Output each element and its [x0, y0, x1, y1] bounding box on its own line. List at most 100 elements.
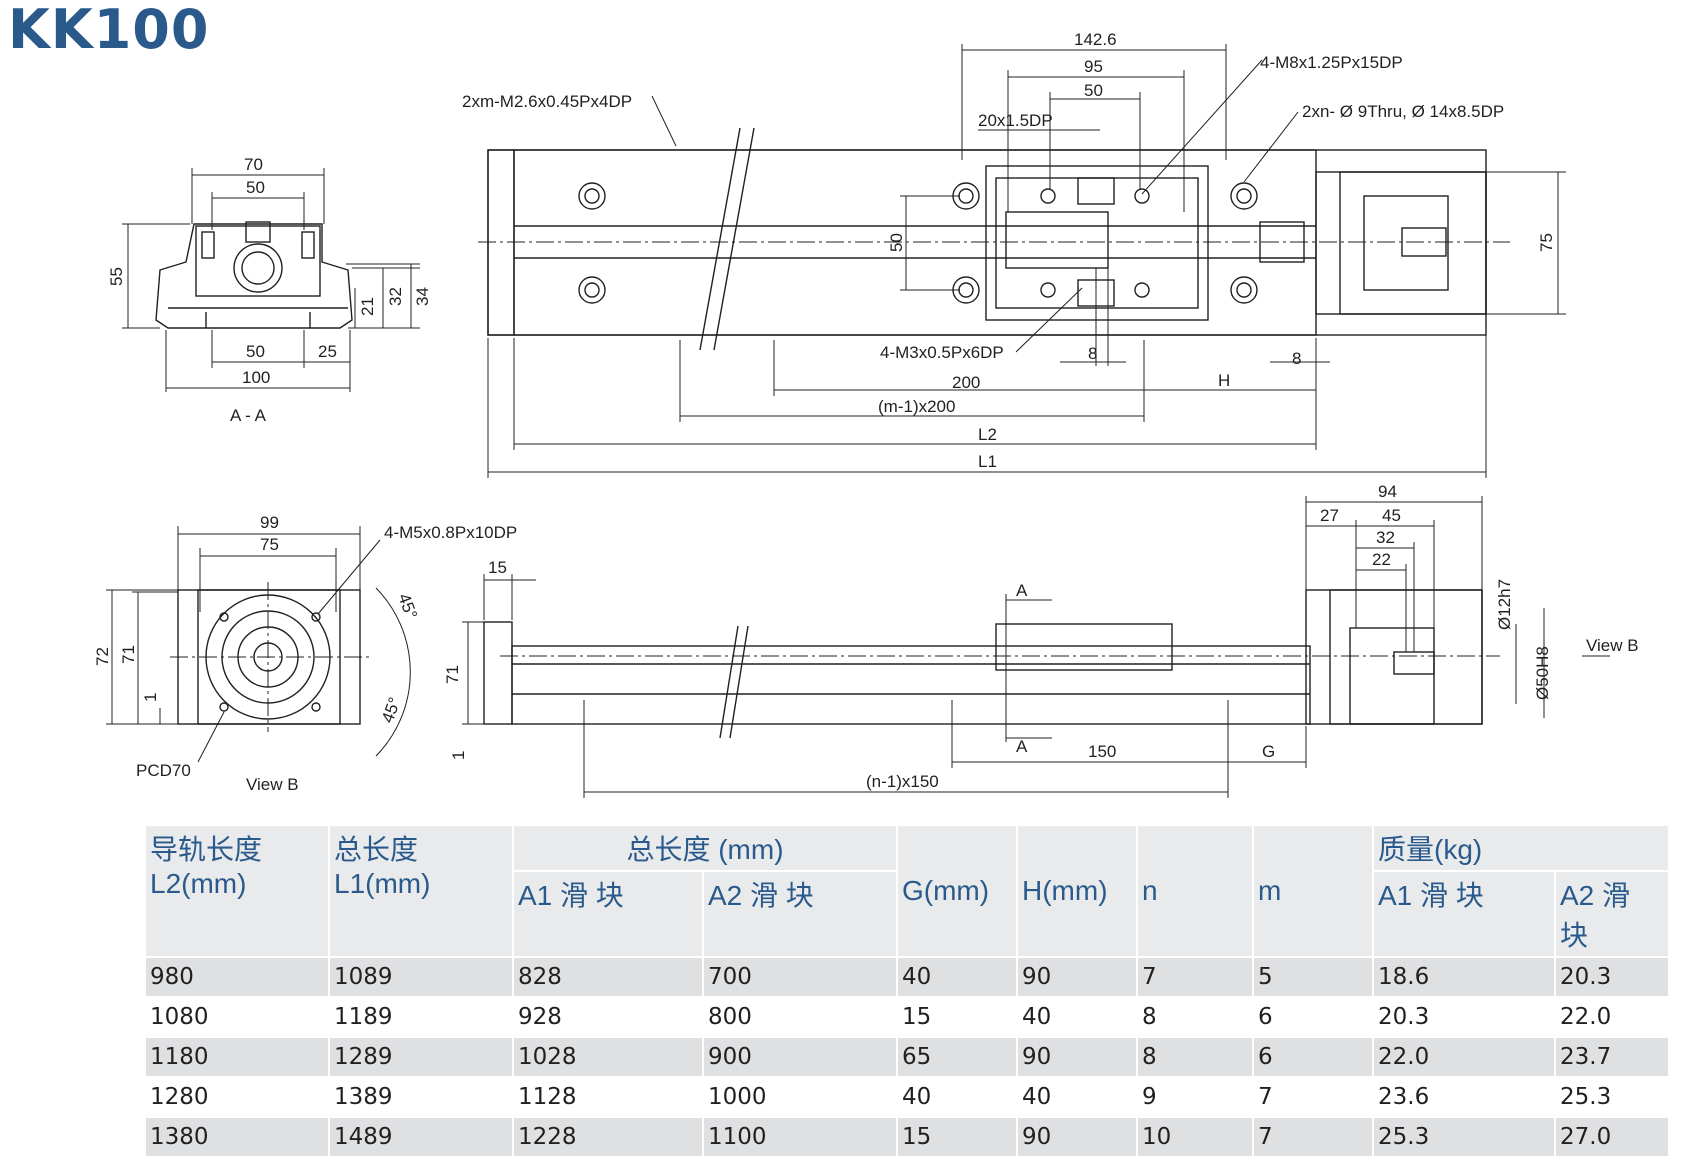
dim-45: 45: [1382, 506, 1401, 525]
cell-l2: 980: [146, 958, 330, 998]
dim-200: 200: [952, 373, 980, 392]
dim-75-end: 75: [260, 535, 279, 554]
cell-l1: 1389: [330, 1078, 514, 1118]
dim-75: 75: [1537, 233, 1556, 252]
dim-34: 34: [413, 287, 432, 306]
header-rail-length-cn: 导轨长度: [150, 834, 263, 865]
cell-l2: 1380: [146, 1118, 330, 1158]
cell-a2: 1100: [704, 1118, 898, 1158]
dim-8b: 8: [1292, 349, 1301, 368]
table-row: 1380 1489 1228 1100 15 90 10 7 25.3 27.0: [146, 1118, 1670, 1158]
header-mass-a2: A2 滑 块: [1556, 872, 1670, 958]
cell-l1: 1489: [330, 1118, 514, 1158]
header-m: m: [1254, 826, 1374, 958]
cell-a2: 1000: [704, 1078, 898, 1118]
dim-50b: 50: [246, 342, 265, 361]
table-row: 980 1089 828 700 40 90 7 5 18.6 20.3: [146, 958, 1670, 998]
dim-d50h8: Ø50H8: [1533, 646, 1552, 700]
callout-m8: 4-M8x1.25Px15DP: [1260, 53, 1403, 72]
header-n: n: [1138, 826, 1254, 958]
dim-1-side: 1: [449, 751, 468, 760]
angle-45-top: 45°: [394, 591, 421, 622]
header-g: G(mm): [898, 826, 1018, 958]
cell-mass-a2: 22.0: [1556, 998, 1670, 1038]
header-a1-block: A1 滑 块: [514, 872, 704, 958]
cell-h: 90: [1018, 1118, 1138, 1158]
cell-a2: 800: [704, 998, 898, 1038]
angle-45-bottom: 45°: [378, 695, 405, 726]
cell-h: 40: [1018, 1078, 1138, 1118]
dim-22: 22: [1372, 550, 1391, 569]
cell-m: 6: [1254, 998, 1374, 1038]
section-label: A - A: [230, 406, 267, 425]
dim-142-6: 142.6: [1074, 30, 1117, 49]
cell-n: 8: [1138, 1038, 1254, 1078]
page-title: KK100: [8, 0, 210, 61]
cell-h: 40: [1018, 998, 1138, 1038]
callout-pcd70: PCD70: [136, 761, 191, 780]
view-b-marker: View B: [1586, 636, 1639, 655]
cell-g: 40: [898, 1078, 1018, 1118]
dim-150: 150: [1088, 742, 1116, 761]
cell-a1: 928: [514, 998, 704, 1038]
dim-m-1-x200: (m-1)x200: [878, 397, 955, 416]
dim-50: 50: [246, 178, 265, 197]
dim-50-top: 50: [1084, 81, 1103, 100]
cell-g: 15: [898, 998, 1018, 1038]
dim-25: 25: [318, 342, 337, 361]
dim-l2: L2: [978, 425, 997, 444]
section-view-a-a: 70 50 55 21 32 34 50 25 100 A - A: [107, 155, 432, 425]
cell-mass-a1: 25.3: [1374, 1118, 1556, 1158]
callout-m5: 4-M5x0.8Px10DP: [384, 523, 517, 542]
dim-71: 71: [119, 645, 138, 664]
cell-a1: 1028: [514, 1038, 704, 1078]
header-rail-length-unit: L2(mm): [150, 868, 247, 899]
cell-m: 7: [1254, 1118, 1374, 1158]
dim-g: G: [1262, 742, 1275, 761]
end-view-label: View B: [246, 775, 299, 794]
cell-h: 90: [1018, 958, 1138, 998]
cell-m: 6: [1254, 1038, 1374, 1078]
cell-g: 65: [898, 1038, 1018, 1078]
dim-32-side: 32: [1376, 528, 1395, 547]
cell-l2: 1080: [146, 998, 330, 1038]
dim-95: 95: [1084, 57, 1103, 76]
cell-a1: 828: [514, 958, 704, 998]
callout-m3: 4-M3x0.5Px6DP: [880, 343, 1004, 362]
cell-l1: 1289: [330, 1038, 514, 1078]
cell-mass-a2: 20.3: [1556, 958, 1670, 998]
cell-mass-a1: 18.6: [1374, 958, 1556, 998]
cell-g: 15: [898, 1118, 1018, 1158]
cell-l1: 1189: [330, 998, 514, 1038]
dim-20x1-5dp: 20x1.5DP: [978, 111, 1053, 130]
dim-h: H: [1218, 371, 1230, 390]
cell-a2: 700: [704, 958, 898, 998]
cell-n: 10: [1138, 1118, 1254, 1158]
header-total-length-mm: 总长度 (mm): [514, 826, 898, 872]
cell-l1: 1089: [330, 958, 514, 998]
cell-n: 9: [1138, 1078, 1254, 1118]
end-view-b: 99 75 72 71 1 45° 45° 4-M5x0.8Px10DP PCD…: [93, 513, 517, 794]
dim-32: 32: [386, 287, 405, 306]
dim-27: 27: [1320, 506, 1339, 525]
top-view: 142.6 95 50 20x1.5DP 50 75 8 8 200 H (m-…: [462, 30, 1566, 478]
table-row: 1080 1189 928 800 15 40 8 6 20.3 22.0: [146, 998, 1670, 1038]
cell-a1: 1228: [514, 1118, 704, 1158]
header-a2-block: A2 滑 块: [704, 872, 898, 958]
dim-71-side: 71: [443, 665, 462, 684]
cell-l2: 1180: [146, 1038, 330, 1078]
dim-15: 15: [488, 558, 507, 577]
dim-94: 94: [1378, 482, 1397, 501]
callout-m2-6: 2xm-M2.6x0.45Px4DP: [462, 92, 632, 111]
header-h: H(mm): [1018, 826, 1138, 958]
cell-a2: 900: [704, 1038, 898, 1078]
cell-mass-a2: 25.3: [1556, 1078, 1670, 1118]
header-mass-a1: A1 滑 块: [1374, 872, 1556, 958]
technical-drawing: 70 50 55 21 32 34 50 25 100 A - A: [93, 30, 1639, 798]
callout-thru-hole: 2xn- Ø 9Thru, Ø 14x8.5DP: [1302, 102, 1504, 121]
dim-72: 72: [93, 647, 112, 666]
cell-l2: 1280: [146, 1078, 330, 1118]
dim-8a: 8: [1088, 344, 1097, 363]
